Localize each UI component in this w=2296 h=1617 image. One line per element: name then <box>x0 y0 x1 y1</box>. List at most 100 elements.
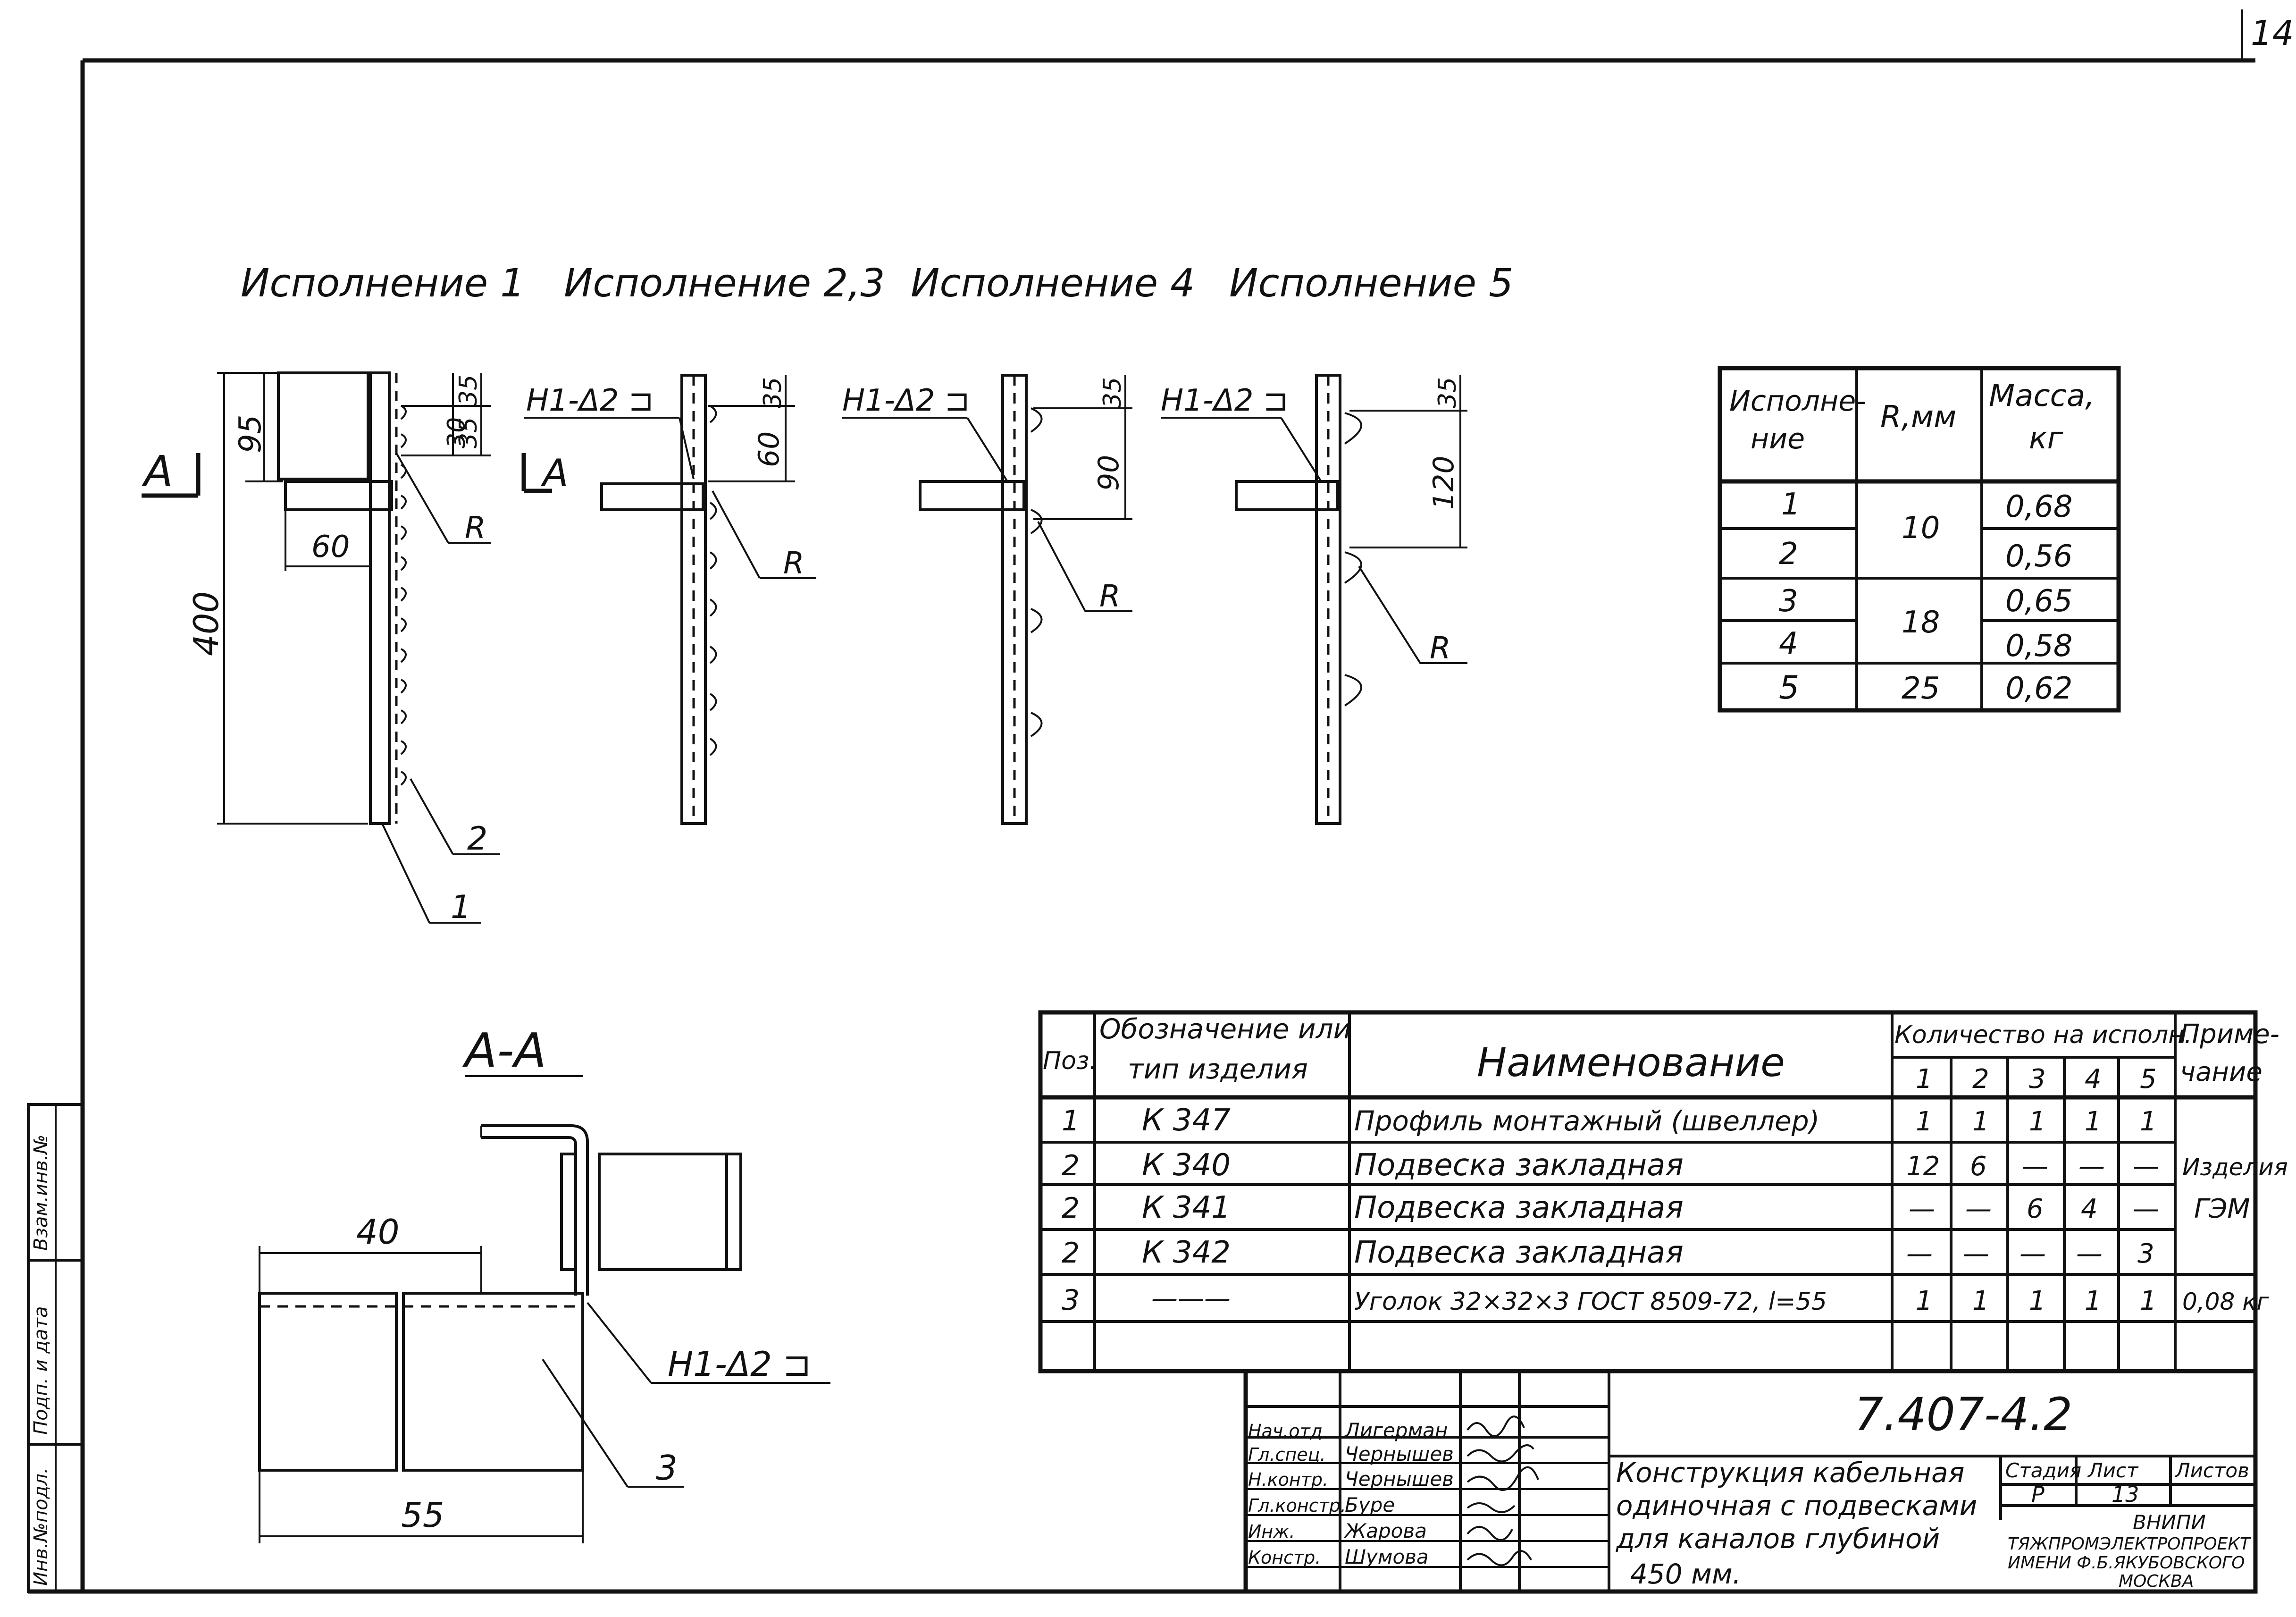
spec-r4-q1: — <box>1906 1238 1933 1269</box>
doc-title-line-3: для каналов глубиной <box>1616 1523 1940 1555</box>
spec-r4-q5: 3 <box>2137 1238 2154 1269</box>
radius-v23: R <box>783 546 804 581</box>
spec-h-note-2: чание <box>2180 1057 2262 1087</box>
spec-r5-name: Уголок 32×32×3 ГОСТ 8509-72, l=55 <box>1354 1288 1827 1316</box>
vt-header-r: R,мм <box>1880 400 1956 435</box>
dim-55: 55 <box>401 1495 444 1535</box>
view-4-title: Исполнение 4 <box>911 261 1195 306</box>
staff-role-3: Н.контр. <box>1248 1469 1328 1490</box>
org-line-3: ИМЕНИ Ф.Б.ЯКУБОВСКОГО <box>2008 1553 2245 1573</box>
staff-name-2: Чернышев <box>1345 1442 1454 1465</box>
staff-name-5: Жарова <box>1343 1519 1427 1542</box>
radius-v1: R <box>465 511 486 546</box>
spec-r2-q4: — <box>2078 1151 2105 1182</box>
vt-r-10: 10 <box>1902 511 1940 546</box>
spec-qty-col-2: 2 <box>1972 1064 1989 1095</box>
spec-h-pos: Поз. <box>1043 1047 1097 1075</box>
doc-title-line-4: 450 мм. <box>1630 1558 1741 1590</box>
spec-r2-note: Изделия <box>2182 1154 2288 1181</box>
sheet-frame: 14 <box>28 9 2294 1594</box>
vt-header-mass-1: Масса, <box>1989 379 2095 413</box>
spec-r4-q2: — <box>1963 1238 1989 1269</box>
dim-30-v1: 30 <box>443 417 471 448</box>
spec-r4-pos: 2 <box>1062 1237 1080 1270</box>
spec-table: Поз. Обозначение или тип изделия Наимено… <box>1038 1010 2288 1373</box>
spec-h-name: Наименование <box>1477 1039 1785 1086</box>
vt-row2-mass: 0,56 <box>2005 539 2073 574</box>
dim-400: 400 <box>186 591 226 656</box>
radius-v5: R <box>1430 631 1450 666</box>
spec-h-qty: Количество на исполн. <box>1894 1021 2192 1049</box>
staff-role-4: Гл.констр. <box>1248 1495 1346 1516</box>
spec-qty-col-5: 5 <box>2140 1064 2157 1095</box>
org-line-4: МОСКВА <box>2119 1572 2194 1591</box>
vt-row2-isp: 2 <box>1779 537 1798 572</box>
spec-r1-pos: 1 <box>1062 1104 1080 1137</box>
callout-1: 1 <box>451 889 471 926</box>
side-stamp: Инв.№подл. Подп. и дата Взам.инв.№ <box>27 1103 84 1593</box>
staff-role-5: Инж. <box>1248 1521 1295 1542</box>
spec-r3-name: Подвеска закладная <box>1354 1190 1684 1225</box>
spec-r3-code: К 341 <box>1142 1190 1231 1225</box>
spec-h-code-2: тип изделия <box>1128 1053 1308 1085</box>
spec-r5-q2: 1 <box>1972 1286 1989 1316</box>
sheet-number: 14 <box>2251 13 2294 53</box>
dim-95: 95 <box>233 415 268 453</box>
section-mark-left: А <box>142 447 173 497</box>
title-block: 7.407-4.2 Конструкция кабельная одиночна… <box>1243 1369 2258 1594</box>
dim-35-v4: 35 <box>1098 377 1127 408</box>
dim-35-v5: 35 <box>1433 377 1462 408</box>
spec-r1-code: К 347 <box>1142 1103 1231 1138</box>
doc-title-line-2: одиночная с подвесками <box>1616 1490 1977 1522</box>
dim-60-v1: 60 <box>311 530 350 564</box>
callout-3: 3 <box>656 1448 678 1488</box>
weld-mark-v4: Н1-Δ2 ⊐ <box>842 383 970 418</box>
vt-row4-mass: 0,58 <box>2005 629 2073 664</box>
staff-name-1: Лигерман <box>1344 1419 1448 1442</box>
spec-r4-q3: — <box>2019 1238 2046 1269</box>
staff-name-4: Буре <box>1345 1493 1395 1516</box>
spec-r2-q1: 12 <box>1906 1151 1940 1182</box>
weld-mark-aa: Н1-Δ2 ⊐ <box>668 1344 811 1384</box>
staff-name-6: Шумова <box>1345 1545 1429 1568</box>
weld-mark-v23: Н1-Δ2 ⊐ <box>526 383 654 418</box>
sheets-label: Листов <box>2174 1459 2249 1482</box>
radius-v4: R <box>1099 579 1120 614</box>
spec-r2-pos: 2 <box>1062 1149 1080 1182</box>
spec-r5-code: ——— <box>1151 1283 1231 1314</box>
spec-r3-q5: — <box>2133 1194 2159 1224</box>
vt-row3-isp: 3 <box>1779 584 1798 619</box>
signature-marks <box>1466 1415 1539 1566</box>
dim-90-v4: 90 <box>1092 455 1125 491</box>
spec-r2-q5: — <box>2133 1151 2159 1182</box>
section-title: А-А <box>462 1023 546 1078</box>
spec-r4-q4: — <box>2076 1238 2103 1269</box>
vt-row1-mass: 0,68 <box>2005 489 2073 524</box>
staff-role-1: Нач.отд <box>1248 1421 1323 1441</box>
stage-value: Р <box>2031 1482 2045 1507</box>
view-23-title: Исполнение 2,3 <box>564 261 885 306</box>
view-4-drawing: Н1-Δ2 ⊐ 35 90 R <box>842 374 1132 825</box>
spec-r5-q5: 1 <box>2140 1286 2157 1316</box>
spec-r3-note: ГЭМ <box>2194 1194 2250 1224</box>
spec-r5-pos: 3 <box>1062 1284 1080 1317</box>
vt-header-ispolnenie-2: ние <box>1751 422 1805 455</box>
org-line-1: ВНИПИ <box>2133 1511 2206 1534</box>
spec-r5-note: 0,08 кг <box>2182 1288 2269 1315</box>
view-5-drawing: Н1-Δ2 ⊐ 35 120 R <box>1161 374 1467 825</box>
org-line-2: ТЯЖПРОМЭЛЕКТРОПРОЕКТ <box>2008 1534 2252 1554</box>
spec-r4-code: К 342 <box>1142 1235 1231 1270</box>
staff-role-2: Гл.спец. <box>1248 1444 1326 1465</box>
spec-r3-pos: 2 <box>1062 1192 1080 1225</box>
doc-code: 7.407-4.2 <box>1854 1388 2072 1441</box>
dim-35b-v1: 35 <box>454 417 483 448</box>
dim-40: 40 <box>356 1212 400 1252</box>
vt-r-18: 18 <box>1902 605 1940 640</box>
vt-header-ispolnenie-1: Исполне- <box>1729 385 1866 418</box>
view-1-drawing: А 95 400 35 30 35 60 R 2 1 <box>142 371 500 926</box>
staff-name-3: Чернышев <box>1345 1467 1454 1491</box>
spec-r2-code: К 340 <box>1142 1148 1231 1183</box>
section-aa: А-А 40 55 Н1-Δ2 ⊐ 3 <box>258 1023 830 1543</box>
vt-r-25: 25 <box>1902 671 1940 706</box>
